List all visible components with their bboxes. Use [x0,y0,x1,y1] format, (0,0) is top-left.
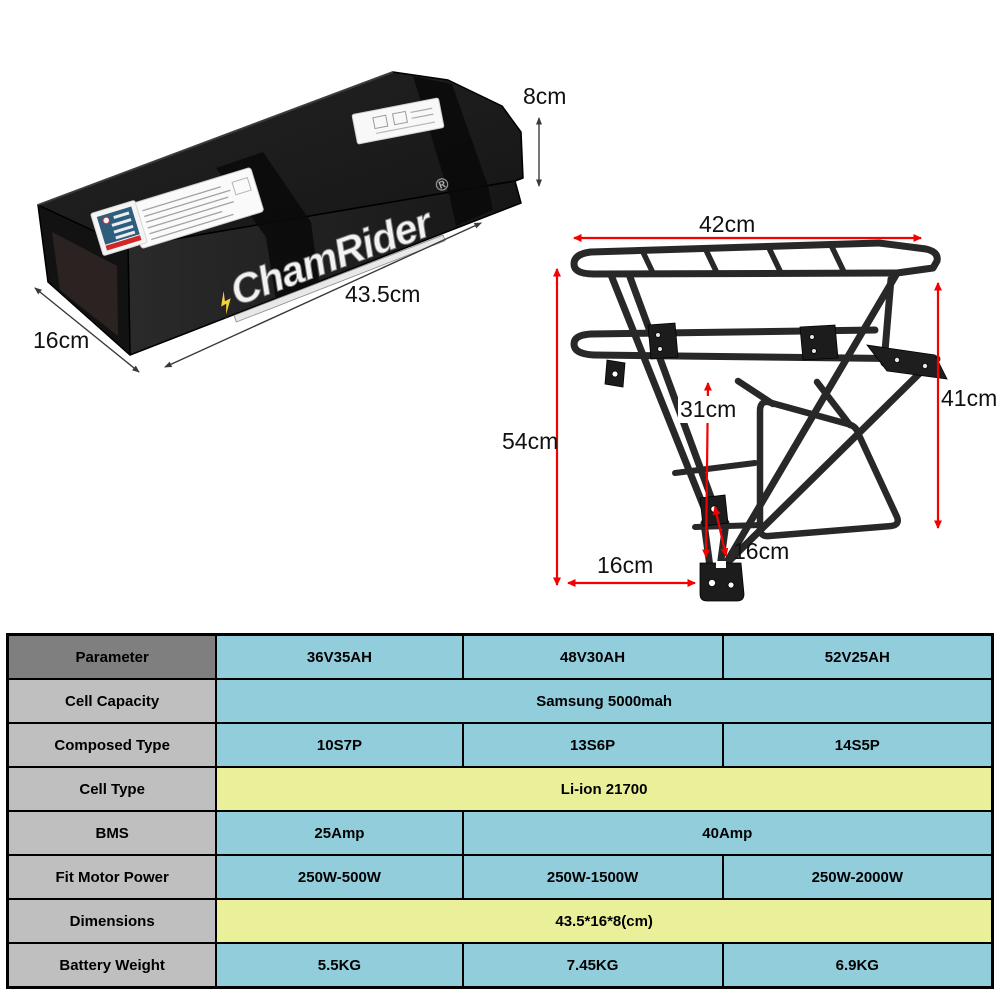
rack-left-height-label: 54cm [502,428,559,454]
cell-capacity-value: Samsung 5000mah [215,678,994,724]
table-row-cell-capacity: Cell Capacity Samsung 5000mah [6,678,994,724]
row-label: Parameter [6,633,218,680]
battery-length-arrow [164,222,482,368]
spec-table: Parameter 36V35AH 48V30AH 52V25AH Cell C… [6,633,994,989]
table-row-battery-weight: Battery Weight 5.5KG 7.45KG 6.9KG [6,942,994,989]
battery-height-label: 8cm [523,83,567,109]
cell-40amp: 40Amp [461,810,994,856]
row-label: Composed Type [6,722,218,768]
cell-36v: 36V35AH [215,633,464,680]
rack-mount-spacing-arrow [712,506,729,557]
table-row-fit-motor-power: Fit Motor Power 250W-500W 250W-1500W 250… [6,854,994,900]
battery-photo: ChamRider ® [34,71,542,373]
row-label: Cell Type [6,766,218,812]
cell-25amp: 25Amp [215,810,464,856]
cell-250w-1500w: 250W-1500W [461,854,724,900]
table-row-bms: BMS 25Amp 40Amp [6,810,994,856]
battery-top-sticker [351,97,445,145]
cell-6-9kg: 6.9KG [721,942,994,989]
battery-indicator-sticker [90,200,148,256]
cell-type-value: Li-ion 21700 [215,766,994,812]
cell-250w-500w: 250W-500W [215,854,464,900]
cell-48v: 48V30AH [461,633,724,680]
rack-mounting-plates [604,322,948,602]
battery-width-arrow [34,287,140,373]
row-label: Dimensions [6,898,218,944]
rack-bottom-width-label: 16cm [597,552,654,578]
cell-7-45kg: 7.45KG [461,942,724,989]
row-label: Cell Capacity [6,678,218,724]
row-label: BMS [6,810,218,856]
battery-width-label: 16cm [33,327,90,353]
rack-diagram [553,234,948,602]
cell-52v: 52V25AH [721,633,994,680]
rack-frame [570,239,941,574]
cell-dimensions-value: 43.5*16*8(cm) [215,898,994,944]
rack-right-height-label: 41cm [941,385,998,411]
row-label: Battery Weight [6,942,218,989]
table-row-dimensions: Dimensions 43.5*16*8(cm) [6,898,994,944]
cell-10s7p: 10S7P [215,722,464,768]
rack-top-width-label: 42cm [699,211,756,237]
battery-length-label: 43.5cm [345,281,421,307]
rack-inner-height-label: 31cm [678,396,739,423]
table-row-composed-type: Composed Type 10S7P 13S6P 14S5P [6,722,994,768]
rack-mount-spacing-label: 16cm [733,538,790,564]
row-label: Fit Motor Power [6,854,218,900]
table-row-parameter: Parameter 36V35AH 48V30AH 52V25AH [6,633,994,680]
table-row-cell-type: Cell Type Li-ion 21700 [6,766,994,812]
cell-5-5kg: 5.5KG [215,942,464,989]
cell-13s6p: 13S6P [461,722,724,768]
cell-250w-2000w: 250W-2000W [721,854,994,900]
cell-14s5p: 14S5P [721,722,994,768]
